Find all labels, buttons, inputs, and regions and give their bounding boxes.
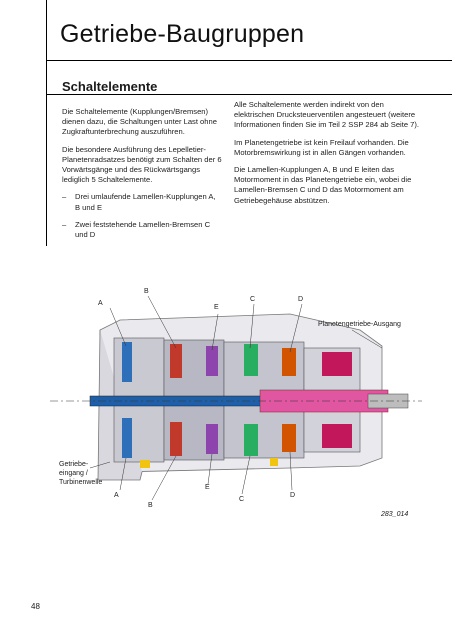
figure-id: 283_014: [381, 511, 409, 518]
right-paragraph-3: Die Lamellen-Kupplungen A, B und E leite…: [234, 165, 412, 205]
section-title: Schaltelemente: [62, 79, 158, 94]
right-paragraph-1: Alle Schaltelemente werden indirekt von …: [234, 100, 420, 130]
input-label-line-1: Getriebe-: [59, 461, 89, 468]
input-label: Getriebe- eingang / Turbinenwelle: [59, 460, 102, 487]
label-top-e: E: [214, 304, 219, 311]
input-label-line-3: Turbinenwelle: [59, 479, 103, 486]
label-bottom-d: D: [290, 492, 296, 499]
input-label-line-2: eingang /: [59, 470, 88, 477]
bullet-text-2: Zwei feststehende Lamellen-Bremsen C und…: [75, 219, 211, 240]
margin-rule-left: [46, 0, 47, 246]
page-number: 48: [31, 602, 40, 611]
title-rule: [46, 60, 452, 61]
bullet-item-2: – Zwei feststehende Lamellen-Bremsen C u…: [62, 220, 222, 240]
bullet-item-1: – Drei umlaufende Lamellen-Kupplungen A,…: [62, 192, 222, 212]
label-bottom-a: A: [114, 492, 119, 499]
label-bottom-b: B: [148, 502, 153, 509]
right-paragraph-2: Im Planetengetriebe ist kein Freilauf vo…: [234, 137, 409, 157]
page-title: Getriebe-Baugruppen: [60, 20, 305, 48]
label-top-a: A: [98, 300, 103, 307]
left-column: Die Schaltelemente (Kupplungen/Bremsen) …: [62, 107, 222, 247]
left-paragraph-2: Die besondere Ausführung des Lepelletier…: [62, 144, 222, 185]
label-top-c: C: [250, 296, 256, 303]
left-paragraph-1: Die Schaltelemente (Kupplungen/Bremsen) …: [62, 107, 217, 137]
bullet-dash: –: [62, 219, 67, 229]
bullet-text-1: Drei umlaufende Lamellen-Kupplungen A, B…: [75, 192, 216, 212]
section-rule: [46, 94, 452, 95]
label-bottom-c: C: [239, 496, 245, 503]
label-bottom-e: E: [205, 484, 210, 491]
output-label: Planetengetriebe-Ausgang: [318, 321, 401, 328]
right-column: Alle Schaltelemente werden indirekt von …: [234, 100, 420, 213]
transmission-cross-section: [50, 295, 422, 500]
label-top-b: B: [144, 288, 149, 295]
label-top-d: D: [298, 296, 304, 303]
bullet-dash: –: [62, 192, 67, 202]
